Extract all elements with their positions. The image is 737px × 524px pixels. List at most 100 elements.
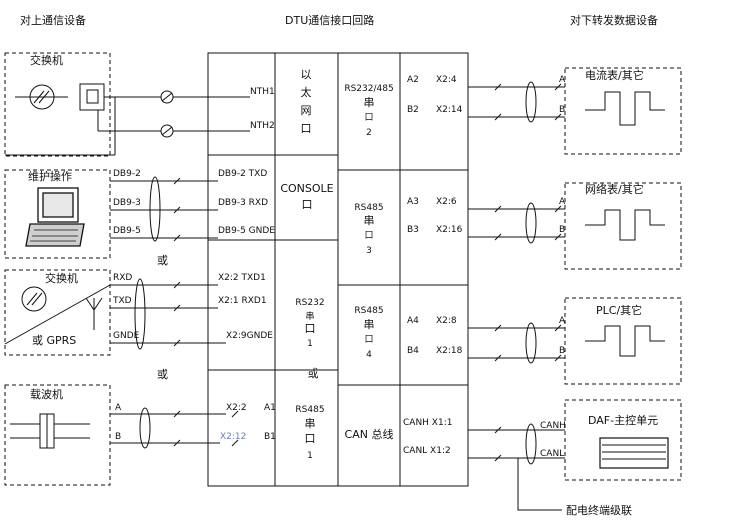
term-a4: A4 [407, 316, 419, 326]
daf-label: DAF-主控单元 [588, 413, 658, 427]
pin-x2-2: X2:2 [226, 403, 247, 413]
port-or: 或 [308, 367, 319, 380]
port-rs485-1-chuan: 串 [305, 417, 316, 430]
right-wiring [468, 81, 565, 511]
pin-x2-9-gnde: X2:9GNDE [226, 331, 273, 341]
laptop-icon [25, 187, 85, 247]
daf-pin-canh: CANH [540, 421, 566, 431]
port-console-title: CONSOLE [280, 182, 333, 195]
pin-db9-3-rxd: DB9-3 RXD [218, 198, 268, 208]
term-a2: A2 [407, 75, 419, 85]
left-pin-db9-2: DB9-2 [113, 169, 141, 179]
switch-2-icon [4, 284, 111, 345]
antenna-icon [85, 297, 103, 330]
waveform-icons [585, 91, 665, 357]
term-b4: B4 [407, 346, 419, 356]
meter2-label: 网络表/其它 [585, 182, 644, 196]
port-2-chuan: 串 [364, 96, 375, 109]
plc-pin-b: B [559, 346, 565, 356]
header-left: 对上通信设备 [20, 13, 86, 27]
waveform-icon-3 [585, 325, 665, 357]
left-pin-a: A [115, 403, 122, 413]
right-terminal-marks [494, 83, 562, 462]
left-wiring [5, 90, 250, 449]
port-3-num: 3 [366, 246, 372, 256]
port-console: CONSOLE 口 [280, 182, 333, 211]
pin-a1: A1 [264, 403, 276, 413]
term-b3: B3 [407, 225, 419, 235]
term-canh-x1-1: CANH X1:1 [403, 418, 452, 428]
port-2-num: 2 [366, 128, 372, 138]
port-rs232-kou: 口 [305, 322, 316, 335]
switch-1-label: 交换机 [30, 53, 63, 67]
maintenance-device: 维护操作 [25, 169, 85, 247]
header-center: DTU通信接口回路 [285, 14, 374, 27]
port-3-title: RS485 [354, 203, 383, 213]
port-rs485-1: RS485 串 口 1 [295, 405, 324, 461]
port-3-chuan: 串 [364, 214, 375, 227]
carrier-icon [10, 413, 90, 449]
left-pin-txd: TXD [112, 296, 132, 306]
maintenance-label: 维护操作 [28, 169, 72, 183]
or-label-2: 或 [157, 368, 168, 381]
term-x2-14: X2:14 [436, 105, 463, 115]
switch-1-device: 交换机 [15, 53, 115, 111]
meter1-pin-b: B [559, 105, 565, 115]
plc-label: PLC/其它 [596, 303, 642, 317]
port-rs232-num: 1 [307, 339, 313, 349]
port-2-title: RS232/485 [344, 84, 393, 94]
meter2-pin-b: B [559, 225, 565, 235]
port-rs232-chuan: 串 [305, 311, 314, 322]
right-device-labels: 电流表/其它 网络表/其它 PLC/其它 DAF-主控单元 [585, 68, 658, 427]
port-ethernet: 以 太 网 口 [301, 68, 312, 135]
daf-pin-canl: CANL [540, 449, 564, 459]
term-x2-16: X2:16 [436, 225, 463, 235]
left-pin-rxd: RXD [113, 273, 132, 283]
header-right: 对下转发数据设备 [570, 13, 658, 27]
term-x2-4: X2:4 [436, 75, 457, 85]
meter2-pin-a: A [559, 197, 566, 207]
term-x2-6: X2:6 [436, 197, 457, 207]
pin-db9-5-gnde: DB9-5 GNDE [218, 226, 275, 236]
port-rs485-1-num: 1 [307, 451, 313, 461]
right-device-boxes [564, 67, 682, 481]
left-pins: DB9-2 DB9-3 DB9-5 RXD TXD GNDE A B [112, 169, 141, 442]
pin-nth1: NTH1 [250, 87, 275, 97]
waveform-icon-1 [585, 91, 665, 126]
port-eth-2: 太 [301, 86, 312, 99]
dtu-right-terminals: A2 X2:4 B2 X2:14 A3 X2:6 B3 X2:16 A4 X2:… [403, 75, 463, 456]
port-eth-1: 以 [301, 68, 312, 81]
port-eth-3: 网 [301, 104, 312, 117]
port-rs232-title: RS232 [295, 298, 324, 308]
left-pin-gnde: GNDE [113, 331, 140, 341]
term-x2-18: X2:18 [436, 346, 463, 356]
term-canl-x1-2: CANL X1:2 [403, 446, 451, 456]
port-can-bus: CAN 总线 [345, 427, 394, 441]
pin-x2-12: X2:12 [220, 432, 246, 442]
term-a3: A3 [407, 197, 419, 207]
waveform-icon-2 [585, 209, 665, 241]
port-3-kou: 口 [364, 231, 373, 241]
or-label-1: 或 [157, 254, 168, 267]
port-rs232-485-2: RS232/485 串 口 2 [344, 84, 393, 138]
pin-db9-2-txd: DB9-2 TXD [218, 169, 267, 179]
pin-x2-2-txd1: X2:2 TXD1 [218, 273, 266, 283]
footer-cascade-label: 配电终端级联 [566, 503, 632, 517]
right-device-pins: A B A B A B CANH CANL [540, 75, 566, 459]
port-rs485-1-kou: 口 [305, 432, 316, 445]
port-console-kou: 口 [302, 198, 313, 211]
term-x2-8: X2:8 [436, 316, 457, 326]
meter1-label: 电流表/其它 [585, 68, 644, 82]
port-4-kou: 口 [364, 335, 373, 345]
port-eth-4: 口 [301, 122, 312, 135]
port-4-chuan: 串 [364, 318, 375, 331]
port-4-num: 4 [366, 350, 372, 360]
left-terminal-marks [173, 177, 239, 447]
pin-x2-1-rxd1: X2:1 RXD1 [218, 296, 267, 306]
left-pin-db9-3: DB9-3 [113, 198, 141, 208]
port-4-title: RS485 [354, 306, 383, 316]
left-device-boxes [4, 52, 111, 486]
left-pin-b: B [115, 432, 121, 442]
meter1-pin-a: A [559, 75, 566, 85]
